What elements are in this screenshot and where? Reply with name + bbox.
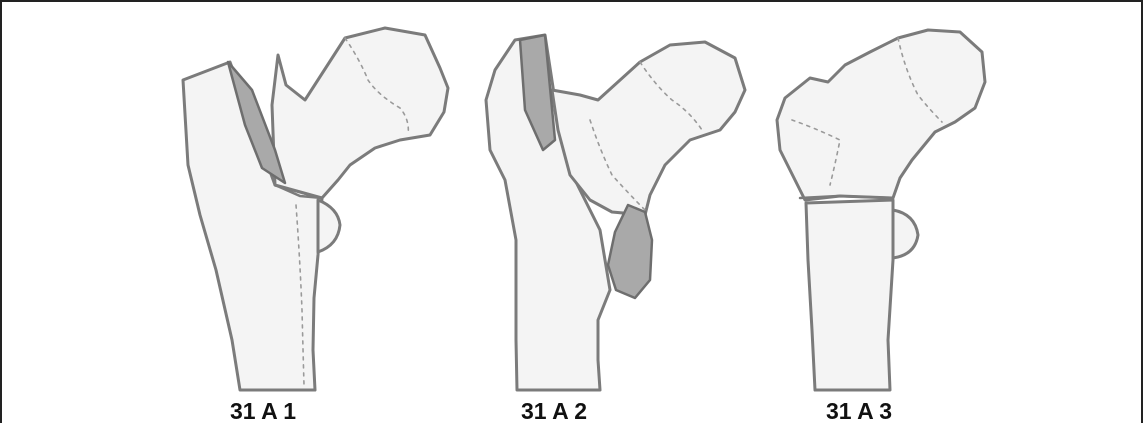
a2-femoral-head-neck bbox=[552, 42, 745, 215]
label-31-a1: 31 A 1 bbox=[183, 398, 343, 425]
a1-femoral-head-neck bbox=[272, 28, 448, 198]
a2-lesser-trochanter-fragment bbox=[608, 205, 652, 298]
femur-31-a2 bbox=[486, 35, 745, 390]
a3-lesser-trochanter bbox=[893, 210, 918, 258]
label-31-a3: 31 A 3 bbox=[779, 398, 939, 425]
femur-31-a3 bbox=[777, 30, 985, 390]
a3-distal-shaft bbox=[806, 200, 893, 390]
a1-lesser-trochanter bbox=[318, 200, 340, 252]
femur-31-a1 bbox=[183, 28, 448, 390]
label-31-a2: 31 A 2 bbox=[474, 398, 634, 425]
a3-proximal-fragment bbox=[777, 30, 985, 200]
